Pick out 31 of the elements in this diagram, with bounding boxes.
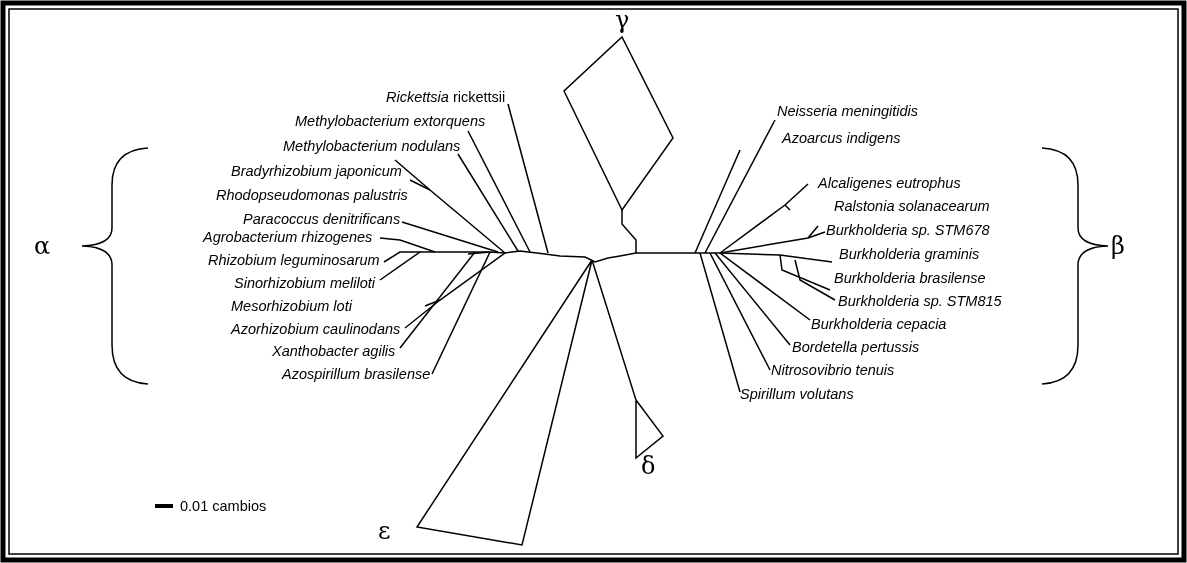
species-label: Xanthobacter agilis [272, 342, 396, 360]
species-label: Rickettsia rickettsii [386, 88, 506, 106]
species-label: Burkholderia graminis [839, 245, 980, 263]
species-label: Bordetella pertussis [792, 338, 920, 356]
species-label: Spirillum volutans [740, 385, 854, 403]
clade-label: γ [615, 6, 630, 34]
clade-label: δ [641, 452, 656, 480]
species-label: Burkholderia sp. STM815 [838, 292, 1002, 310]
species-label: Burkholderia brasilense [834, 269, 986, 287]
species-label: Rhodopseudomonas palustris [216, 186, 408, 204]
species-label: Paracoccus denitrificans [243, 210, 401, 228]
species-label: Ralstonia solanacearum [834, 197, 990, 215]
species-label: Alcaligenes eutrophus [818, 174, 961, 192]
species-label: Azorhizobium caulinodans [231, 320, 401, 338]
species-label: Azoarcus indigens [782, 129, 901, 147]
clade-label: ε [378, 517, 391, 545]
species-label: Agrobacterium rhizogenes [203, 228, 373, 246]
species-label: Burkholderia sp. STM678 [826, 221, 990, 239]
species-label: Rhizobium leguminosarum [208, 251, 380, 269]
species-label: Bradyrhizobium japonicum [231, 162, 402, 180]
species-label: Nitrosovibrio tenuis [771, 361, 895, 379]
species-label: Neisseria meningitidis [777, 102, 919, 120]
species-label: Methylobacterium nodulans [283, 137, 461, 155]
scale-label: 0.01 cambios [180, 497, 267, 515]
clade-label: β [1111, 232, 1125, 260]
clade-label: α [34, 232, 51, 260]
species-label: Sinorhizobium meliloti [234, 274, 376, 292]
species-label: Azospirillum brasilense [282, 365, 431, 383]
species-label: Methylobacterium extorquens [295, 112, 486, 130]
species-label: Mesorhizobium loti [231, 297, 352, 315]
species-label: Burkholderia cepacia [811, 315, 947, 333]
